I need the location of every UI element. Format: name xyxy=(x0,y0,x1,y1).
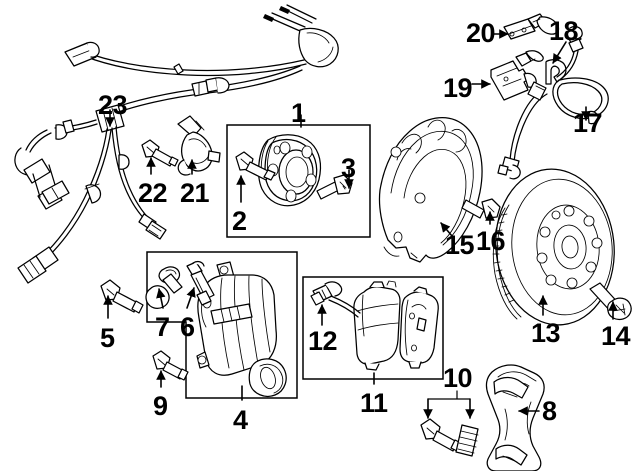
callout-12[interactable]: 12 xyxy=(308,326,338,356)
callout-3[interactable]: 3 xyxy=(341,153,356,183)
caliper-lower-guide-bolt xyxy=(152,350,189,381)
callout-14[interactable]: 14 xyxy=(601,321,631,351)
callout-17[interactable]: 17 xyxy=(573,108,603,138)
callout-16[interactable]: 16 xyxy=(476,226,506,256)
brake-dust-splash-shield xyxy=(378,117,483,263)
hub-assembly-box xyxy=(226,124,371,238)
callout-15[interactable]: 15 xyxy=(445,230,475,260)
hose-mounting-bracket xyxy=(490,50,544,101)
carrier-bolt-and-spring-sleeve xyxy=(420,418,479,457)
callout-18[interactable]: 18 xyxy=(549,16,579,46)
callout-5[interactable]: 5 xyxy=(100,323,115,353)
abs-sensor-retainer-clip xyxy=(503,13,560,40)
callout-20[interactable]: 20 xyxy=(466,18,496,48)
abs-wheel-speed-sensor xyxy=(177,115,221,176)
callout-2[interactable]: 2 xyxy=(232,206,247,236)
callout-21[interactable]: 21 xyxy=(180,178,210,208)
callout-23[interactable]: 23 xyxy=(98,90,128,120)
callout-6[interactable]: 6 xyxy=(180,312,195,342)
disc-brake-pad-set xyxy=(310,280,439,371)
caliper-bleeder-screw xyxy=(145,266,183,309)
callout-9[interactable]: 9 xyxy=(153,391,168,421)
splash-shield-bolt xyxy=(461,198,501,219)
harness-inline-connector xyxy=(191,77,230,97)
callout-11[interactable]: 11 xyxy=(360,388,388,418)
brake-caliper-housing xyxy=(196,261,287,397)
brake-rotor-disc xyxy=(492,168,615,326)
brake-pad-wear-sensor xyxy=(310,281,361,318)
wheel-hub-bearing-assembly xyxy=(258,134,322,207)
abs-wiring-harness xyxy=(14,4,339,284)
callout-7[interactable]: 7 xyxy=(155,312,170,342)
spring-sleeve xyxy=(455,424,479,457)
callout-10[interactable]: 10 xyxy=(443,363,473,393)
callout-4[interactable]: 4 xyxy=(233,405,248,435)
callout-leaders xyxy=(103,29,618,419)
callout-1[interactable]: 1 xyxy=(291,98,306,128)
abs-sensor-bolt xyxy=(141,139,179,167)
brake-pad-set-box xyxy=(302,276,444,380)
callout-8[interactable]: 8 xyxy=(542,396,557,426)
callout-19[interactable]: 19 xyxy=(443,73,473,103)
callout-13[interactable]: 13 xyxy=(531,318,561,348)
callout-22[interactable]: 22 xyxy=(138,178,168,208)
hub-mounting-bolt xyxy=(235,151,276,181)
caliper-box xyxy=(146,251,298,399)
brake-hydraulic-hose xyxy=(497,26,609,180)
caliper-guide-pin xyxy=(186,260,215,306)
caliper-carrier-bracket xyxy=(485,364,545,471)
